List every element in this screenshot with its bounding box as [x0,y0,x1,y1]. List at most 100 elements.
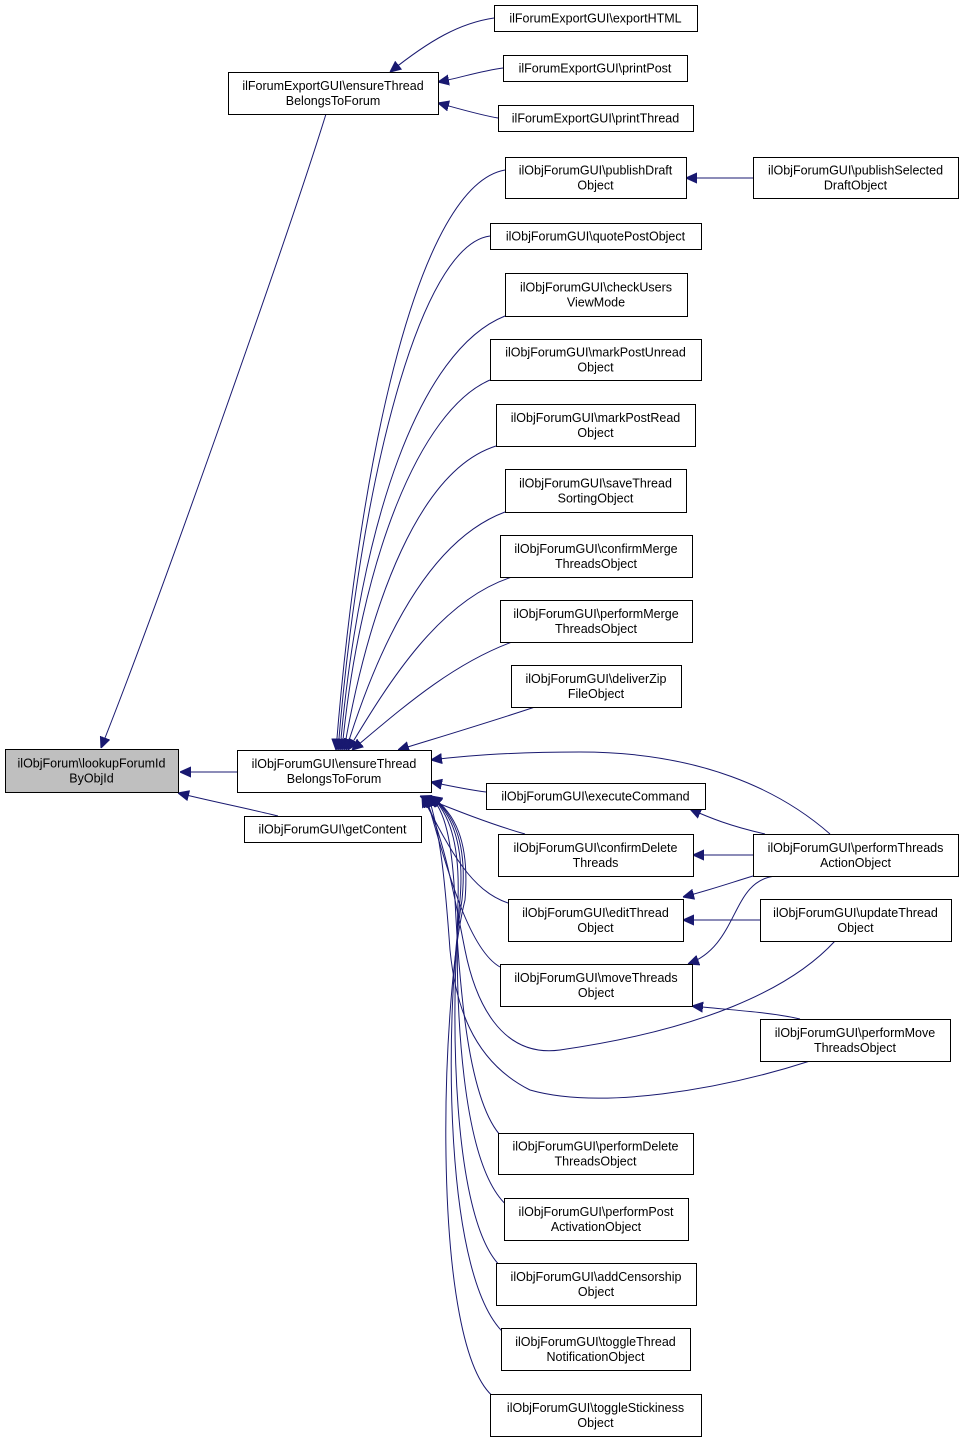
function-node[interactable]: ilObjForumGUI\executeCommand [486,783,706,810]
edge-n23-to-n2 [428,796,811,1099]
node-box [505,157,687,199]
edge-line [690,809,766,835]
edge-n4-to-n1 [390,17,495,72]
node-label-line: Object [578,986,615,1000]
node-label-line: NotificationObject [547,1350,645,1364]
edge-n26-to-n2 [431,796,506,1271]
edge-line [422,796,509,904]
node-box [490,223,702,250]
edge-line [431,796,496,1399]
edge-line [178,793,279,817]
node-label-line: Object [577,179,614,193]
edge-n11-to-n2 [342,379,491,750]
node-label-line: Object [837,921,874,935]
node-label-line: Object [577,426,614,440]
function-node[interactable]: ilObjForumGUI\toggleThreadNotificationOb… [501,1328,691,1371]
node-label-line: Object [578,1285,615,1299]
edge-n5-to-n1 [438,67,504,82]
edges [101,17,836,1399]
node-label-line: ilObjForumGUI\markPostRead [511,411,681,425]
node-box [500,600,693,643]
node-box [486,783,706,810]
node-box [490,1394,702,1437]
edge-line [398,706,536,750]
edge-line [431,751,831,835]
edge-n28-to-n2 [431,796,496,1399]
edge-n19-to-n20 [683,875,754,897]
edge-n23-to-n22 [692,1006,801,1020]
function-node[interactable]: ilForumExportGUI\ensureThreadBelongsToFo… [228,72,439,115]
node-box [505,273,688,317]
node-box [496,404,696,447]
function-node[interactable]: ilForumExportGUI\printPost [503,55,688,82]
node-label-line: ilObjForumGUI\addCensorship [511,1270,682,1284]
edge-n19-to-n22 [688,875,777,964]
node-label-line: ilForumExportGUI\exportHTML [509,12,681,26]
node-label-line: ilObjForumGUI\saveThread [519,477,672,491]
node-label-line: ilObjForumGUI\markPostUnread [505,346,686,360]
node-label-line: SortingObject [558,492,634,506]
node-label-line: ilObjForumGUI\updateThread [773,906,938,920]
function-node[interactable]: ilObjForumGUI\getContent [244,816,422,843]
function-node[interactable]: ilObjForumGUI\performPostActivationObjec… [504,1198,689,1241]
node-label-line: ilObjForumGUI\toggleThread [515,1335,676,1349]
edge-line [348,576,513,750]
node-label-line: ilObjForumGUI\executeCommand [501,790,689,804]
node-label-line: ThreadsObject [555,1155,638,1169]
node-label-line: ilObjForumGUI\editThread [522,906,669,920]
node-box [494,5,698,32]
node-label-line: ilObjForumGUI\ensureThread [252,757,417,771]
node-label-line: ilObjForumGUI\confirmMerge [514,542,677,556]
node-label-line: ActivationObject [551,1220,642,1234]
edge-line [346,511,506,750]
edge-n15-to-n2 [352,641,513,750]
edge-line [688,875,777,964]
node-box [505,469,687,513]
node-label-line: ilObjForumGUI\quotePostObject [506,230,686,244]
node-box [760,899,952,942]
node-box [5,749,179,793]
edge-n1-to-n0 [101,113,327,748]
node-box [753,834,959,877]
node-box [753,157,959,199]
edge-line [438,103,499,119]
node-box [501,1328,691,1371]
edge-n21-to-n2 [424,796,836,1052]
node-label-line: ThreadsObject [555,622,638,636]
edge-n3-to-n0 [178,793,279,817]
node-box [498,834,694,877]
function-node[interactable]: ilForumExportGUI\exportHTML [494,5,698,32]
node-box [500,535,693,578]
edge-n17-to-n2 [431,782,487,793]
function-node[interactable]: ilForumExportGUI\printThread [498,105,694,132]
edge-n13-to-n2 [346,511,506,750]
edge-line [390,17,495,72]
node-label-line: ViewMode [567,296,625,310]
edge-n20-to-n2 [422,796,509,904]
node-box [498,1133,694,1175]
node-label-line: ActionObject [820,856,891,870]
node-box [496,1263,697,1306]
node-label-line: DraftObject [824,179,888,193]
function-node[interactable]: ilObjForumGUI\quotePostObject [490,223,702,250]
